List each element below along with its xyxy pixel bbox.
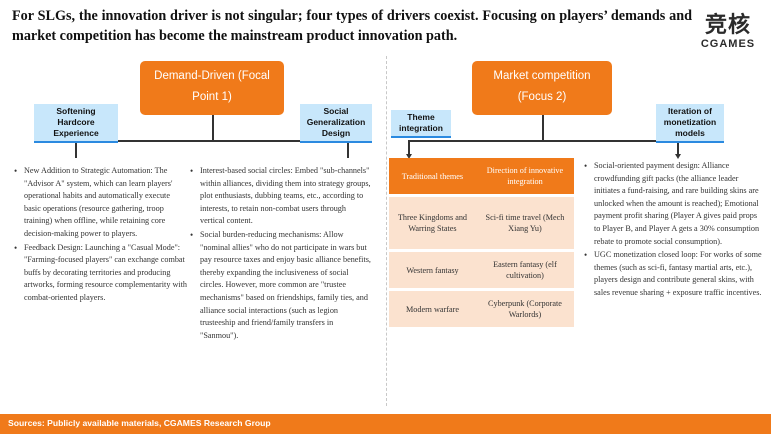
chip-line: integration bbox=[399, 123, 443, 133]
bullets-social-generalization: Interest-based social circles: Embed "su… bbox=[190, 165, 372, 343]
chip-monetization-iteration: Iteration of monetization models bbox=[656, 104, 724, 143]
market-competition-box: Market competition (Focus 2) bbox=[472, 61, 612, 115]
table-cell: Eastern fantasy (elf cultivation) bbox=[475, 250, 574, 291]
demand-driven-title-line2: Point 1) bbox=[192, 91, 232, 103]
chip-line: Generalization bbox=[306, 117, 366, 127]
market-competition-title-line2: (Focus 2) bbox=[517, 91, 567, 103]
connector-vertical bbox=[212, 115, 214, 140]
chip-line: Theme bbox=[407, 112, 435, 122]
connector-right bbox=[677, 140, 679, 155]
bullet-item: Social burden-reducing mechanisms: Allow… bbox=[190, 229, 372, 342]
bullets-softening-hardcore: New Addition to Strategic Automation: Th… bbox=[14, 165, 188, 306]
bullets-monetization: Social-oriented payment design: Alliance… bbox=[584, 160, 764, 301]
connector-vertical bbox=[542, 115, 544, 140]
chip-line: Softening bbox=[56, 106, 96, 116]
market-competition-title-line1: Market competition bbox=[493, 70, 591, 82]
demand-driven-title-line1: Demand-Driven (Focal bbox=[154, 70, 270, 82]
connector-right bbox=[347, 140, 349, 158]
table-cell: Cyberpunk (Corporate Warlords) bbox=[475, 289, 574, 330]
bullet-item: Interest-based social circles: Embed "su… bbox=[190, 165, 372, 228]
table-header-row: Traditional themes Direction of innovati… bbox=[389, 158, 574, 197]
chip-softening-hardcore: Softening Hardcore Experience bbox=[34, 104, 118, 143]
section-divider bbox=[386, 56, 387, 406]
bullet-item: Feedback Design: Launching a "Casual Mod… bbox=[14, 242, 188, 305]
table-header: Direction of innovative integration bbox=[475, 158, 574, 197]
bullet-item: Social-oriented payment design: Alliance… bbox=[584, 160, 764, 248]
table-row: Western fantasy Eastern fantasy (elf cul… bbox=[389, 250, 574, 291]
logo-cn-text: 竞核 bbox=[704, 13, 751, 38]
arrow-down-icon bbox=[675, 154, 681, 159]
headline: For SLGs, the innovation driver is not s… bbox=[12, 8, 692, 44]
chip-line: Experience bbox=[53, 128, 99, 138]
chip-theme-integration: Theme integration bbox=[391, 110, 451, 138]
footer-bar: Sources: Publicly available materials, C… bbox=[0, 414, 771, 434]
arrow-down-icon bbox=[406, 154, 412, 159]
chip-social-generalization: Social Generalization Design bbox=[300, 104, 372, 143]
table-cell: Three Kingdoms and Warring States bbox=[389, 195, 476, 252]
table-header: Traditional themes bbox=[389, 158, 476, 197]
connector-horizontal bbox=[75, 140, 348, 142]
table-row: Modern warfare Cyberpunk (Corporate Warl… bbox=[389, 289, 574, 330]
table-row: Three Kingdoms and Warring States Sci-fi… bbox=[389, 195, 574, 252]
chip-line: Hardcore bbox=[57, 117, 95, 127]
table-cell: Western fantasy bbox=[389, 250, 476, 291]
connector-horizontal bbox=[408, 140, 678, 142]
chip-line: Design bbox=[321, 128, 351, 138]
connector-left bbox=[75, 140, 77, 158]
cgames-logo: 竞核 CGAMES bbox=[690, 13, 766, 51]
chip-line: models bbox=[675, 128, 705, 138]
chip-line: Iteration of bbox=[668, 106, 712, 116]
table-cell: Modern warfare bbox=[389, 289, 476, 330]
table-cell: Sci-fi time travel (Mech Xiang Yu) bbox=[475, 195, 574, 252]
bullet-item: UGC monetization closed loop: For works … bbox=[584, 249, 764, 299]
chip-line: Social bbox=[323, 106, 349, 116]
logo-en-text: CGAMES bbox=[700, 38, 756, 50]
connector-left bbox=[408, 140, 410, 155]
chip-line: monetization bbox=[663, 117, 717, 127]
theme-table: Traditional themes Direction of innovati… bbox=[389, 158, 574, 330]
bullet-item: New Addition to Strategic Automation: Th… bbox=[14, 165, 188, 241]
footer-source: Sources: Publicly available materials, C… bbox=[8, 418, 271, 428]
demand-driven-box: Demand-Driven (Focal Point 1) bbox=[140, 61, 284, 115]
